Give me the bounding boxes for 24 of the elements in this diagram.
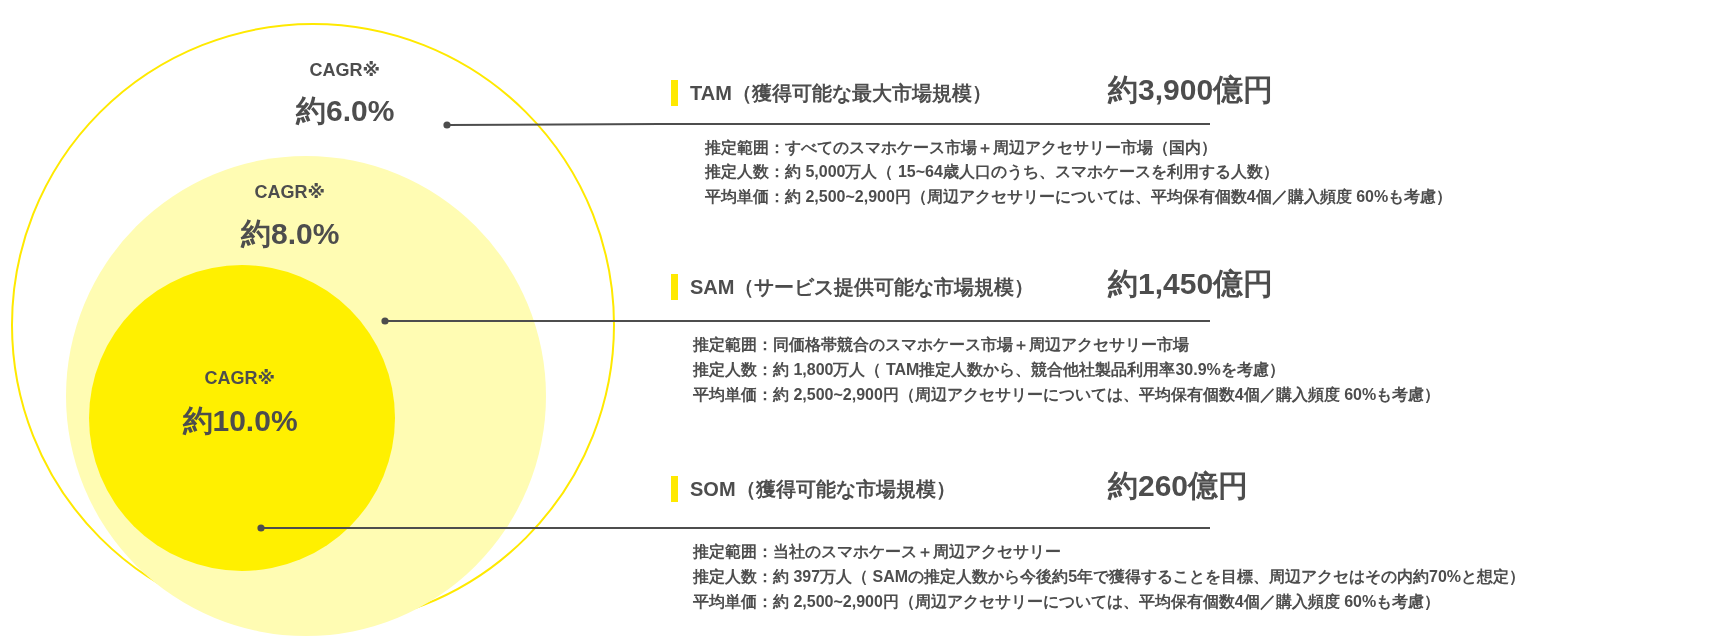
estimate-note: 平均単価：約 2,500~2,900円（周辺アクセサリーについては、平均保有個数4個／購入頻度 60%も考慮） <box>693 592 1441 612</box>
estimate-note: 推定人数：約 397万人（ SAMの推定人数から今後約5年で獲得することを目標、周辺アクセはその内約70%と想定） <box>693 567 1526 587</box>
estimate-note: 推定範囲：同価格帯競合のスマホケース市場＋周辺アクセサリー市場 <box>693 335 1189 355</box>
market-size: 約260億円 <box>1108 468 1249 504</box>
growth-rate: 約10.0% <box>182 406 298 436</box>
growth-rate: 約6.0% <box>296 96 395 126</box>
growth-rate: 約8.0% <box>241 219 340 249</box>
market-heading: SAM（サービス提供可能な市場規模） <box>690 275 1035 300</box>
market-heading: SOM（獲得可能な市場規模） <box>690 477 956 502</box>
estimate-note: 推定人数：約 5,000万人（ 15~64歳人口のうち、スマホケースを利用する人数） <box>705 162 1279 182</box>
market-heading: TAM（獲得可能な最大市場規模） <box>690 81 992 106</box>
leader-line <box>381 317 661 325</box>
cagr-label: CAGR※ <box>309 61 380 79</box>
market-size: 約3,900億円 <box>1108 72 1274 108</box>
cagr-label: CAGR※ <box>204 369 275 387</box>
estimate-note: 推定範囲：当社のスマホケース＋周辺アクセサリー <box>693 542 1061 562</box>
estimate-note: 推定範囲：すべてのスマホケース市場＋周辺アクセサリー市場（国内） <box>705 138 1217 158</box>
estimate-note: 平均単価：約 2,500~2,900円（周辺アクセサリーについては、平均保有個数4個／購入頻度 60%も考慮） <box>705 187 1453 207</box>
cagr-label: CAGR※ <box>254 183 325 201</box>
estimate-note: 推定人数：約 1,800万人（ TAM推定人数から、競合他社製品利用率30.9%を考慮） <box>693 360 1285 380</box>
leader-line <box>443 121 661 129</box>
leader-line <box>257 524 661 532</box>
market-size: 約1,450億円 <box>1108 266 1274 302</box>
estimate-note: 平均単価：約 2,500~2,900円（周辺アクセサリーについては、平均保有個数4個／購入頻度 60%も考慮） <box>693 385 1441 405</box>
